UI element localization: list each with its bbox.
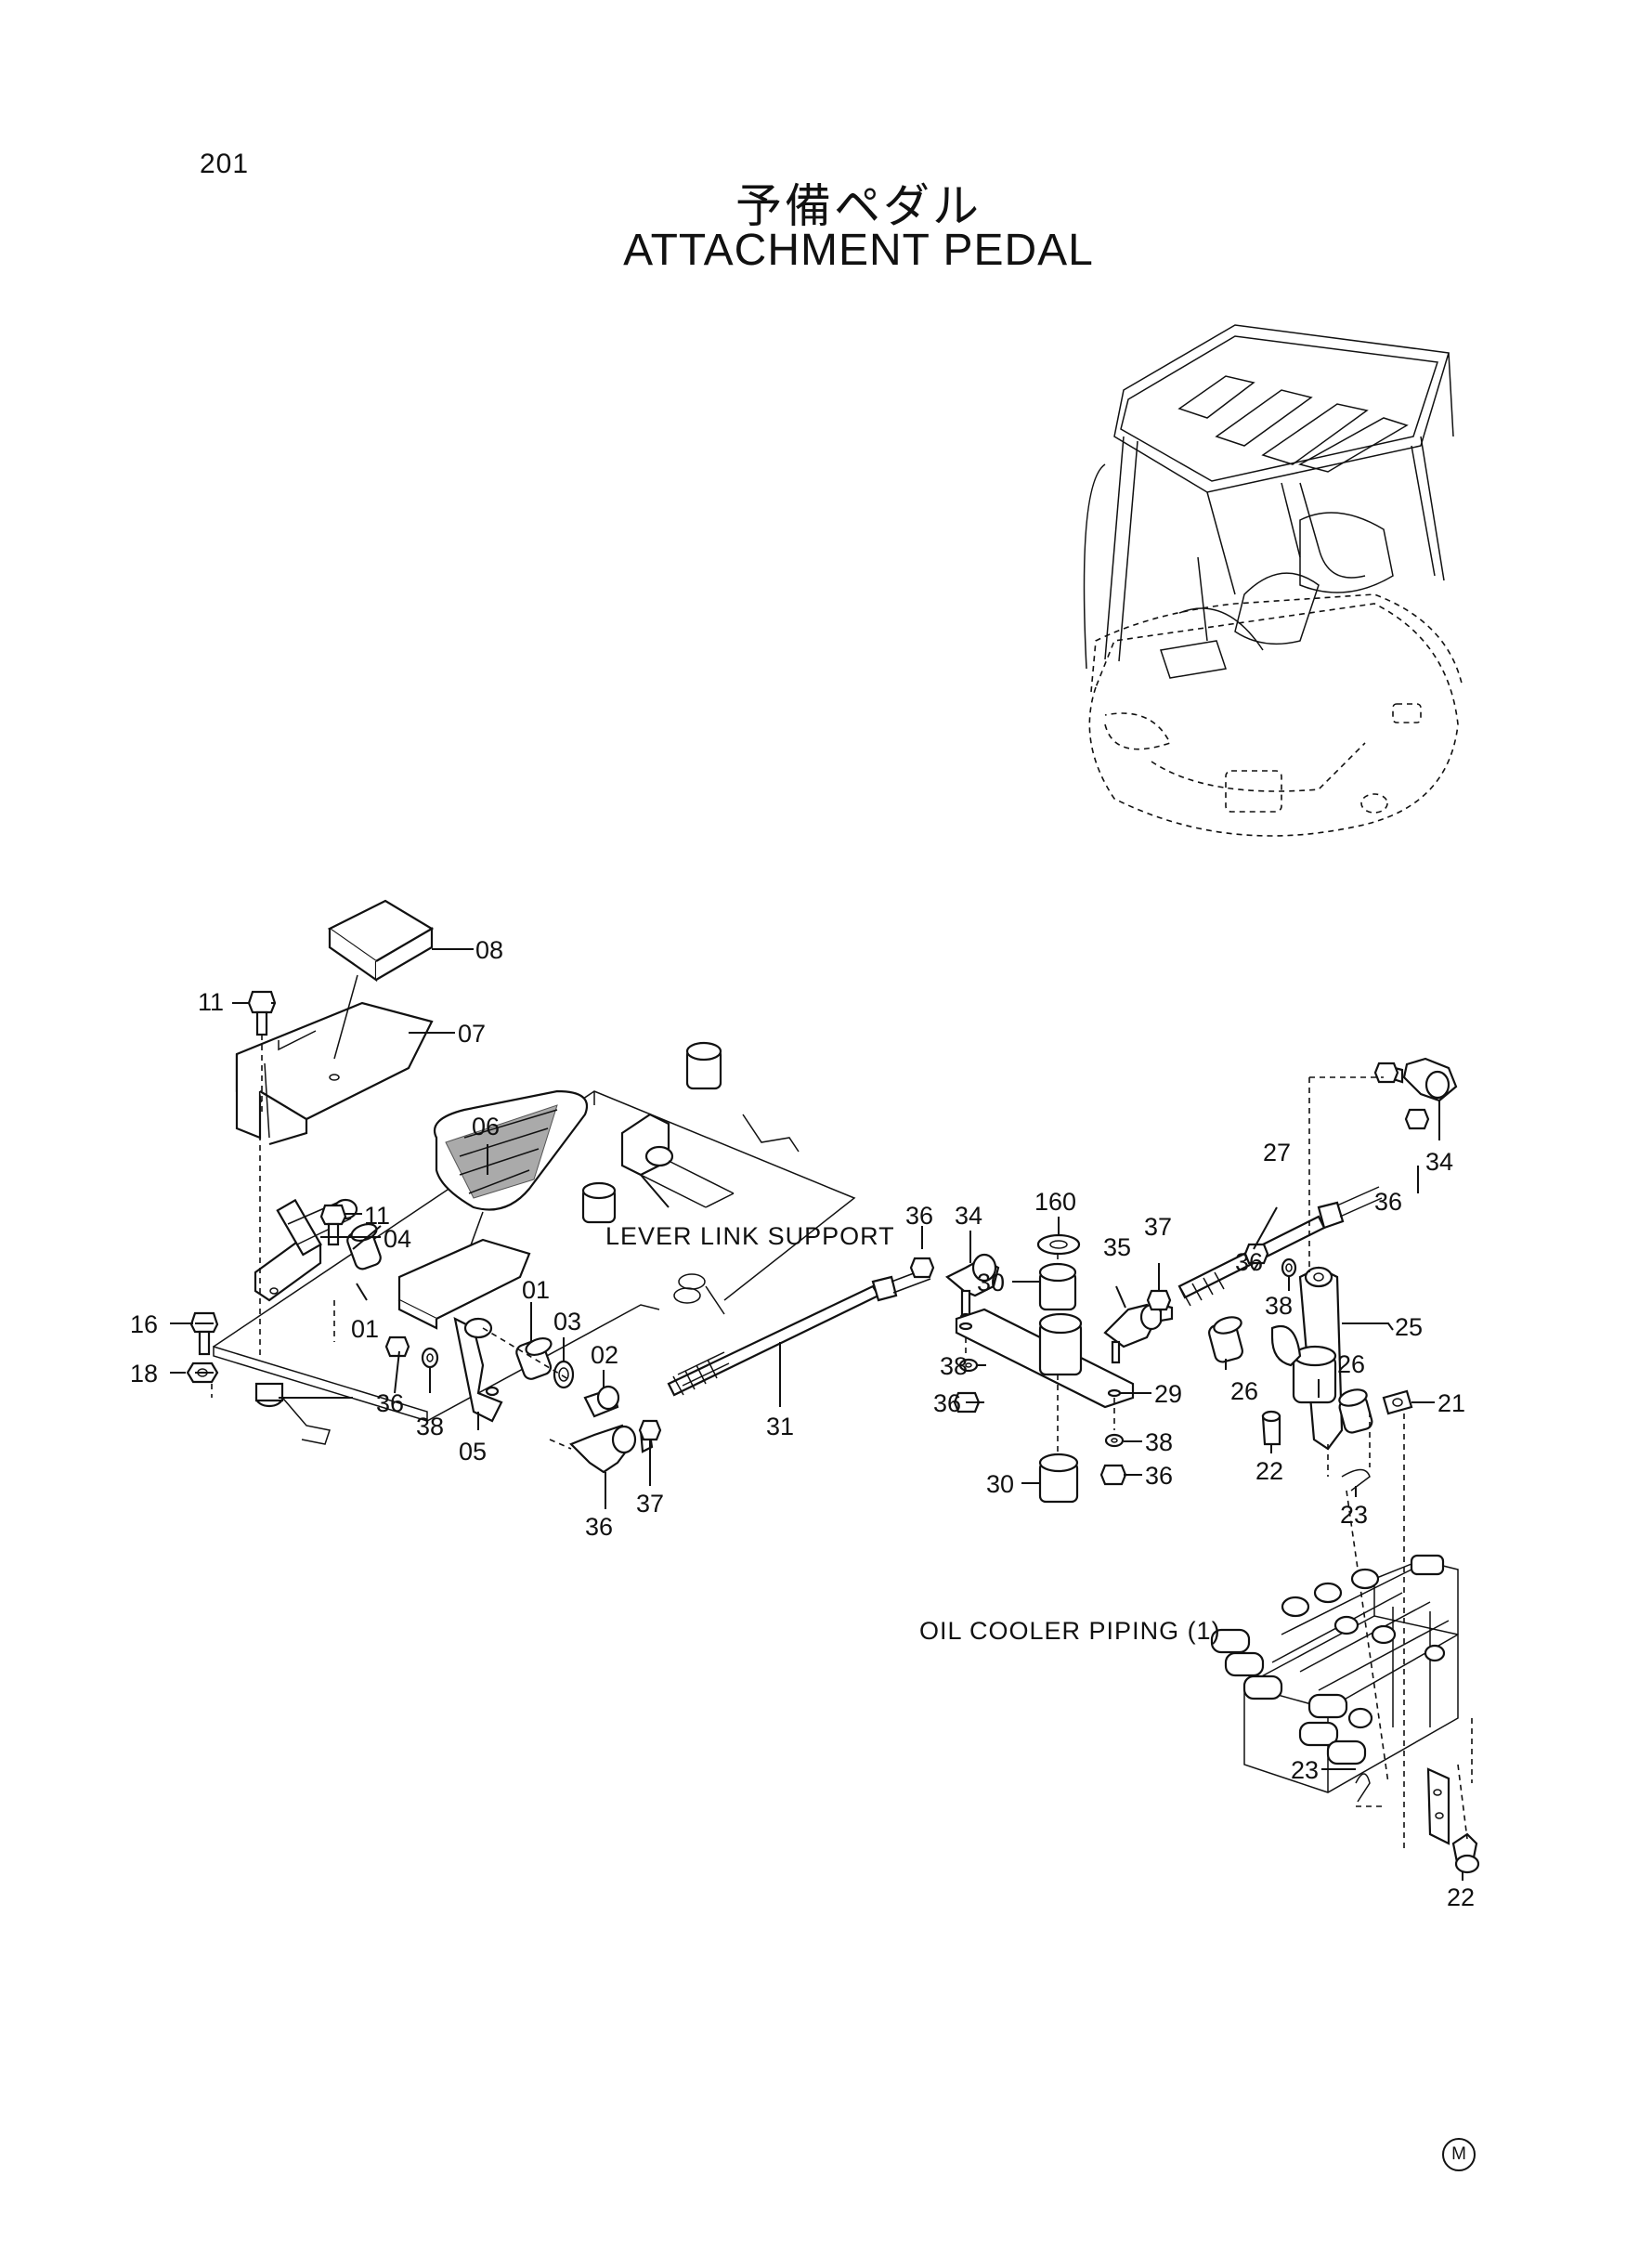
part-label: 23 xyxy=(1340,1501,1368,1529)
fasteners-left xyxy=(186,990,439,1398)
lever-25-assembly xyxy=(1208,1076,1413,1848)
part-label: 27 xyxy=(1263,1139,1291,1166)
part-label: 30 xyxy=(986,1470,1014,1498)
part-label: 35 xyxy=(1103,1233,1131,1261)
part-label: 36 xyxy=(933,1389,961,1417)
pedal-cover xyxy=(235,899,435,1146)
part-label: 36 xyxy=(585,1513,613,1541)
note-oil-cooler-piping: OIL COOLER PIPING (1) xyxy=(919,1617,1221,1645)
part-label: 08 xyxy=(475,936,503,964)
part-labels: 08 11 07 06 11 04 01 01 03 02 16 18 36 3… xyxy=(130,936,1475,1911)
control-valve-block xyxy=(1210,1554,1480,1874)
part-label: 38 xyxy=(940,1352,968,1380)
page-number: 201 xyxy=(200,149,250,179)
pedal-assembly xyxy=(203,1089,620,1423)
part-label: 36 xyxy=(1235,1248,1263,1276)
part-label: 11 xyxy=(198,988,224,1016)
part-label: 38 xyxy=(1265,1292,1293,1320)
part-label: 38 xyxy=(416,1413,444,1440)
part-label: 01 xyxy=(351,1315,379,1343)
part-label: 30 xyxy=(977,1269,1005,1296)
label-dashes xyxy=(170,1002,362,1374)
part-label: 29 xyxy=(1154,1380,1182,1408)
excavator-cab-illustration xyxy=(1083,324,1463,837)
part-label: 26 xyxy=(1337,1350,1365,1378)
note-lever-link-support: LEVER LINK SUPPORT xyxy=(605,1222,895,1250)
part-label: 31 xyxy=(766,1413,794,1440)
rod-31-assembly xyxy=(549,1257,935,1474)
part-label: 37 xyxy=(636,1490,664,1518)
floor-plate xyxy=(213,1041,856,1445)
part-label: 11 xyxy=(364,1202,390,1230)
part-label: 26 xyxy=(1230,1377,1258,1405)
title-english: ATTACHMENT PEDAL xyxy=(623,226,1094,275)
part-label: 21 xyxy=(1437,1389,1465,1417)
part-label: 02 xyxy=(591,1341,618,1369)
part-label: 36 xyxy=(1374,1188,1402,1216)
part-label: 160 xyxy=(1034,1188,1076,1216)
part-label: 03 xyxy=(553,1308,581,1335)
leader-lines xyxy=(195,948,1463,1881)
part-label: 18 xyxy=(130,1360,158,1388)
part-label: 01 xyxy=(522,1276,550,1304)
lever-29-assembly xyxy=(945,1233,1174,1504)
rod-27-assembly xyxy=(1177,1057,1458,1307)
part-label: 36 xyxy=(1145,1462,1173,1490)
part-label: 06 xyxy=(472,1113,500,1140)
part-label: 23 xyxy=(1291,1756,1319,1784)
part-label: 37 xyxy=(1144,1213,1172,1241)
part-label: 16 xyxy=(130,1310,158,1338)
part-label: 05 xyxy=(459,1438,487,1466)
part-label: 04 xyxy=(384,1225,411,1253)
part-label: 22 xyxy=(1447,1883,1475,1911)
part-label: 22 xyxy=(1255,1457,1283,1485)
part-label: 34 xyxy=(1425,1148,1453,1176)
part-label: 34 xyxy=(955,1202,982,1230)
title-japanese: 予備ペダル xyxy=(735,179,982,233)
part-label: 07 xyxy=(458,1020,486,1048)
part-label: 38 xyxy=(1145,1428,1173,1456)
part-label: 25 xyxy=(1395,1313,1423,1341)
manufacturer-mark: M xyxy=(1442,2138,1476,2171)
part-label: 36 xyxy=(905,1202,933,1230)
part-label: 36 xyxy=(376,1389,404,1417)
